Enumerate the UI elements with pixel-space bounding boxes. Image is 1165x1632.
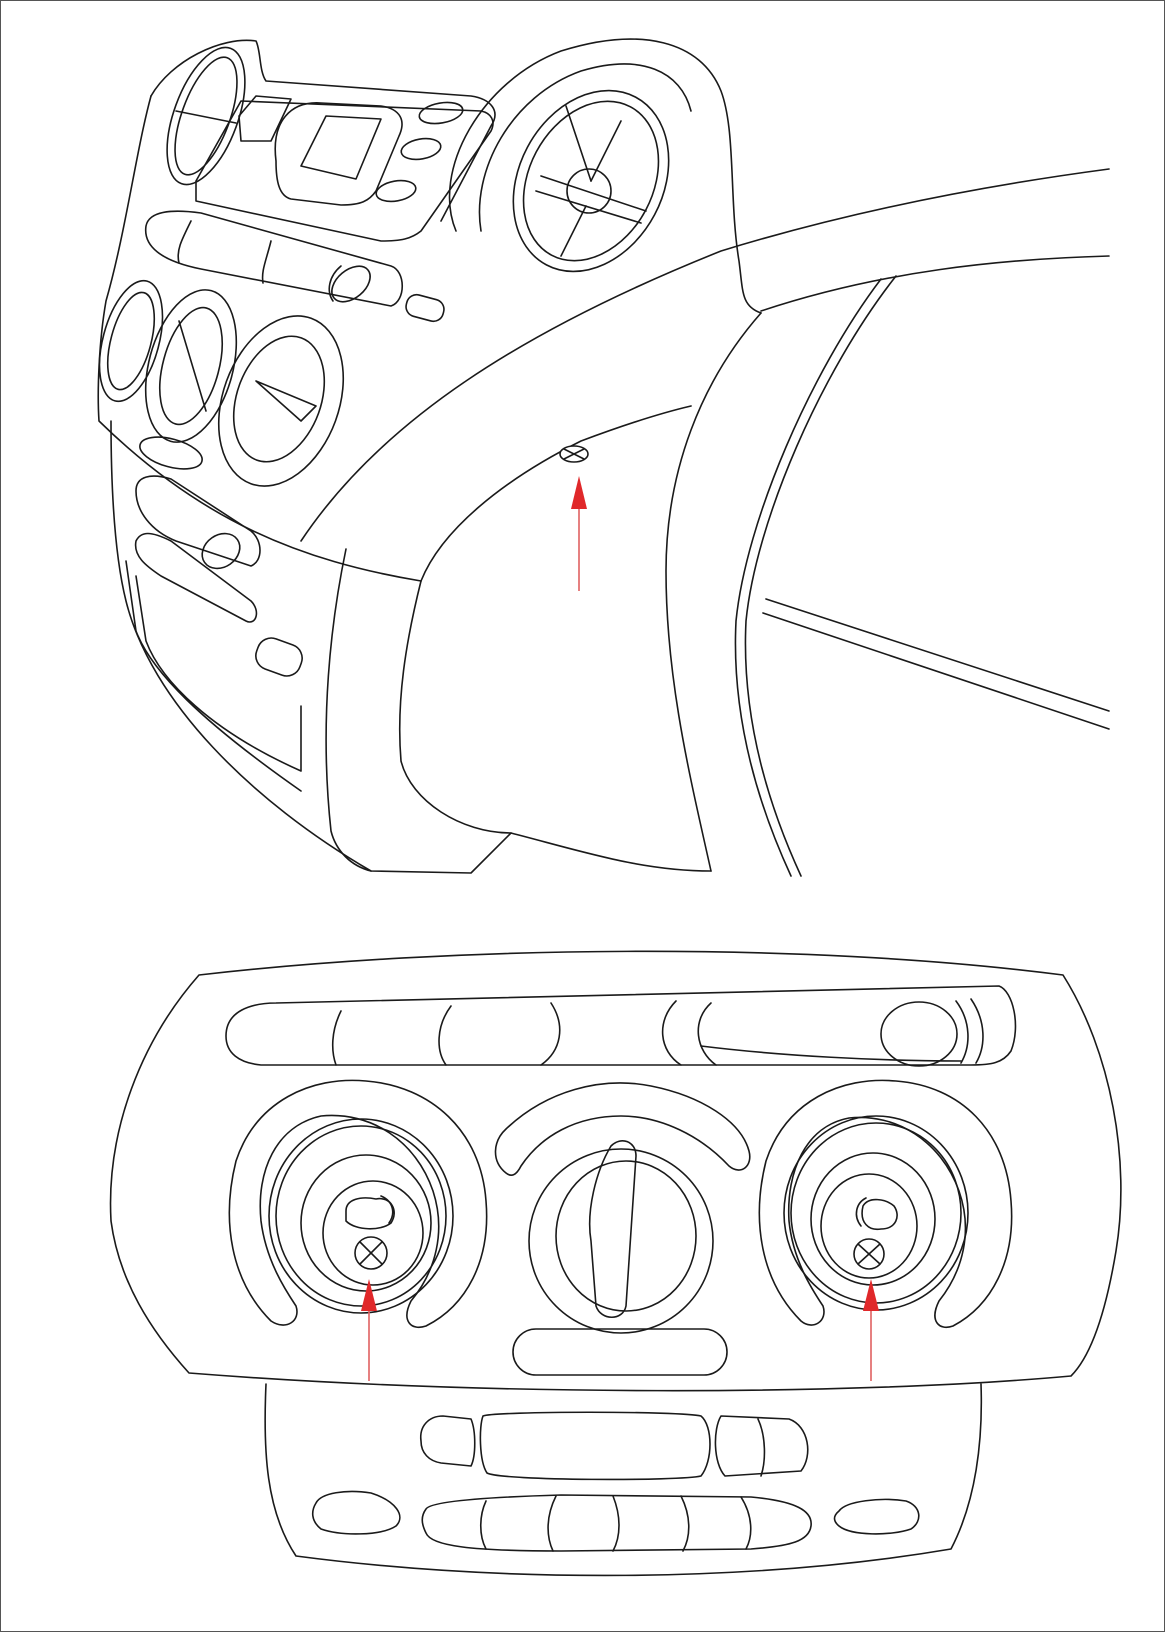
subpanel-buttons-row-2 <box>311 1490 920 1552</box>
subpanel-buttons-row-1 <box>419 1411 809 1481</box>
right-round-vent <box>512 89 670 273</box>
top-left-vent <box>166 46 246 186</box>
dashboard-top-edge <box>300 168 1110 542</box>
left-temperature-knob <box>228 1079 488 1328</box>
shroud-top-curve <box>420 405 692 582</box>
vent-housing-outline <box>448 38 762 314</box>
dashboard-overview-panel <box>97 38 1110 877</box>
lower-subpanel-outline <box>264 1383 983 1577</box>
steering-wheel-rim-inner <box>734 278 882 877</box>
heater-control-panel <box>109 950 1122 1577</box>
steering-wheel-rim-outer <box>744 275 897 877</box>
dash-heater-knobs <box>98 279 345 487</box>
a-pillar-left <box>665 312 762 872</box>
center-stack-outline <box>150 39 496 222</box>
lower-dash-strips <box>125 475 303 792</box>
arrow-marker <box>571 476 587 591</box>
arrow-marker <box>361 1279 377 1381</box>
center-pill-button <box>512 1328 728 1376</box>
steering-spoke-lower <box>762 612 1110 730</box>
lower-fascia-inner <box>325 548 372 872</box>
arrow-marker <box>863 1279 879 1381</box>
screw-cross-icon <box>853 1238 885 1270</box>
panel-outline <box>109 950 1122 1392</box>
upper-slot-bar <box>225 985 1017 1067</box>
vent-housing-inner <box>478 63 692 232</box>
steering-shroud <box>398 580 712 872</box>
dashboard-lower-edge <box>760 255 1110 312</box>
screw-cross-icon <box>354 1236 388 1270</box>
steering-spoke-upper <box>765 598 1110 712</box>
radio-display-area <box>195 95 494 242</box>
upper-slider-strip <box>144 210 445 323</box>
screw-cross-icon <box>559 445 589 463</box>
lower-fascia-left <box>110 420 512 874</box>
center-fan-knob <box>494 1082 751 1334</box>
right-mode-knob <box>758 1079 1013 1328</box>
center-stack-left-edge <box>97 95 422 582</box>
